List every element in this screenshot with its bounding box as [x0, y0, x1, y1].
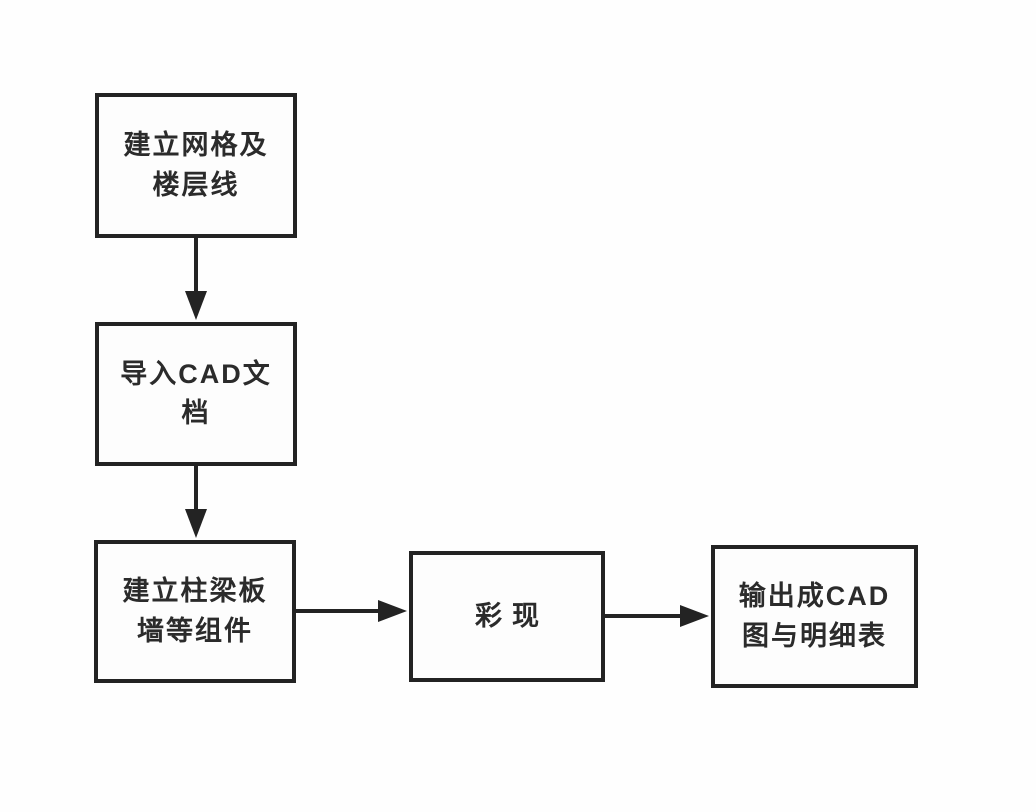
flow-node-rendering: 彩现	[409, 551, 605, 682]
arrow-render-to-output-cad	[605, 605, 709, 627]
arrow-create-grid-to-import-cad	[185, 238, 207, 320]
flow-node-output-cad-drawings-and-schedules: 输出成CAD 图与明细表	[711, 545, 918, 688]
flow-node-label: 建立网格及 楼层线	[123, 130, 269, 200]
flow-node-label: 彩现	[475, 600, 549, 631]
flow-node-import-cad-document: 导入CAD文 档	[95, 322, 297, 466]
flow-node-label: 输出成CAD 图与明细表	[738, 581, 891, 651]
flow-node-label: 导入CAD文 档	[120, 358, 272, 428]
flow-node-create-column-beam-slab-wall-components: 建立柱梁板 墙等组件	[94, 540, 296, 683]
flow-node-create-grid-and-floor-lines: 建立网格及 楼层线	[95, 93, 297, 238]
arrow-components-to-render	[296, 600, 407, 622]
flow-node-label: 建立柱梁板 墙等组件	[122, 576, 268, 646]
arrow-import-cad-to-components	[185, 466, 207, 538]
